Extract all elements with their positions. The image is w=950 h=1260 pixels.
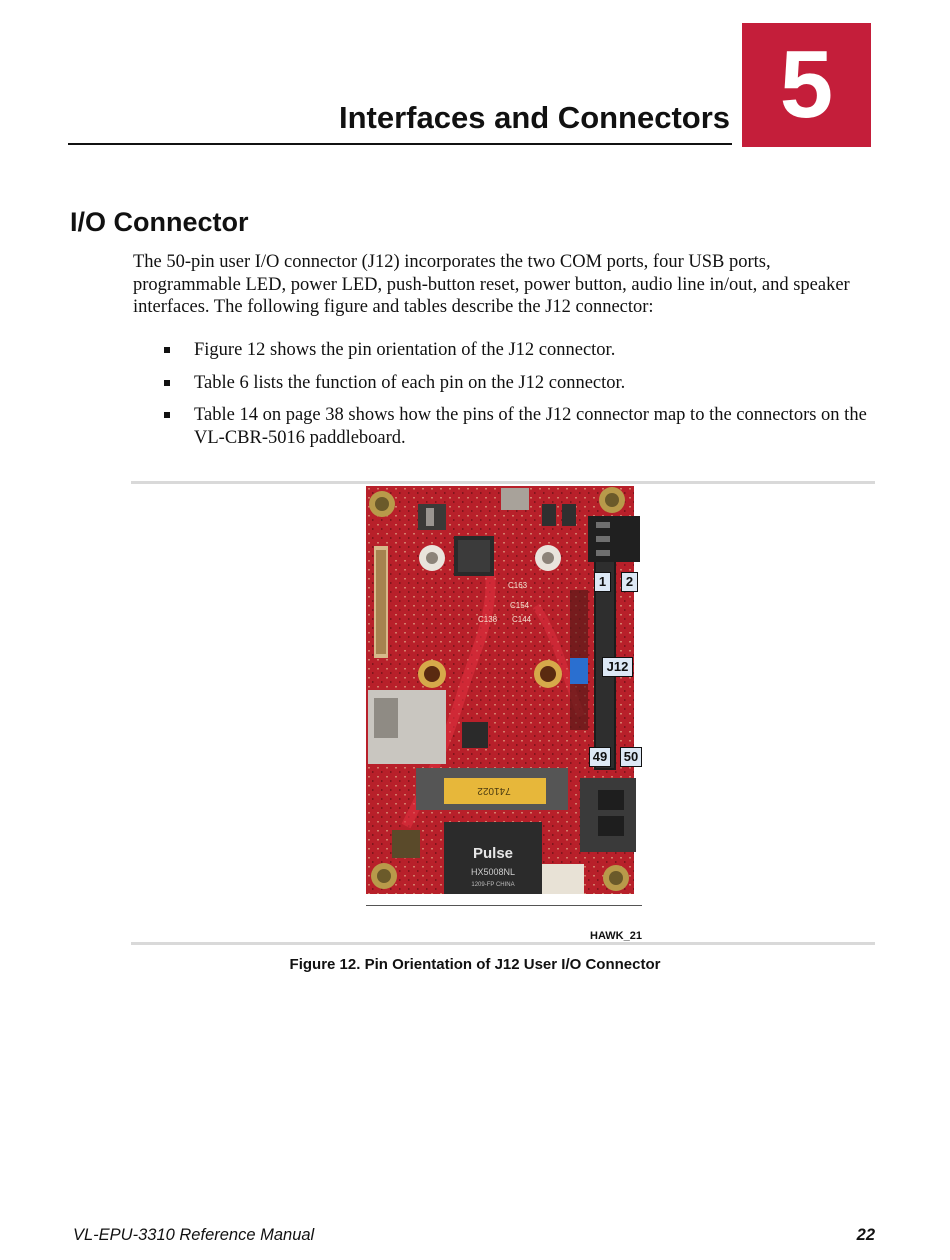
footer-manual-title: VL-EPU-3310 Reference Manual: [73, 1226, 315, 1244]
footer-page-number: 22: [856, 1226, 875, 1244]
bullet-square-icon: [164, 347, 170, 353]
body-paragraph: The 50-pin user I/O connector (J12) inco…: [133, 252, 850, 317]
bullet-list: Figure 12 shows the pin orientation of t…: [133, 339, 878, 459]
bullet-text: Table 6 lists the function of each pin o…: [194, 372, 626, 393]
bullet-item: Figure 12 shows the pin orientation of t…: [133, 339, 878, 362]
chip-sub: 1209-FP CHINA: [471, 882, 514, 888]
pin-1-label: 1: [594, 572, 611, 592]
bullet-square-icon: [164, 412, 170, 418]
board-illustration: C163 C154 C144 C138 741022 Pulse HX5008N…: [366, 486, 640, 894]
pin-49-label: 49: [589, 747, 611, 767]
figure-image-id: HAWK_21: [590, 930, 642, 942]
chapter-rule: [68, 143, 732, 145]
silk-c144: C144: [512, 615, 532, 624]
bullet-item: Table 14 on page 38 shows how the pins o…: [133, 404, 878, 449]
pin-2-label: 2: [621, 572, 638, 592]
silk-c163: C163: [508, 581, 528, 590]
figure-top-rule: [131, 481, 875, 484]
bullet-square-icon: [164, 379, 170, 386]
bullet-text: Figure 12 shows the pin orientation of t…: [194, 340, 616, 360]
section-heading: I/O Connector: [70, 207, 249, 237]
figure-caption: Figure 12. Pin Orientation of J12 User I…: [289, 956, 661, 973]
pin-50-label: 50: [620, 747, 642, 767]
bullet-text: Table 14 on page 38 shows how the pins o…: [194, 405, 867, 448]
chapter-number-badge: 5: [742, 23, 871, 147]
mounting-holes: [369, 487, 629, 891]
pulse-chip: [444, 822, 542, 894]
board-photo: C163 C154 C144 C138 741022 Pulse HX5008N…: [366, 486, 642, 906]
figure-underline: [366, 905, 642, 906]
bullet-item: Table 6 lists the function of each pin o…: [133, 372, 878, 395]
chapter-title: Interfaces and Connectors: [339, 100, 731, 135]
slot-code: 741022: [477, 785, 511, 796]
silk-c154: C154: [510, 601, 530, 610]
silk-c138: C138: [478, 615, 498, 624]
chip-brand: Pulse: [473, 845, 513, 862]
chip-part: HX5008NL: [471, 867, 515, 877]
figure-bottom-rule: [131, 942, 875, 945]
j12-label: J12: [602, 657, 633, 677]
